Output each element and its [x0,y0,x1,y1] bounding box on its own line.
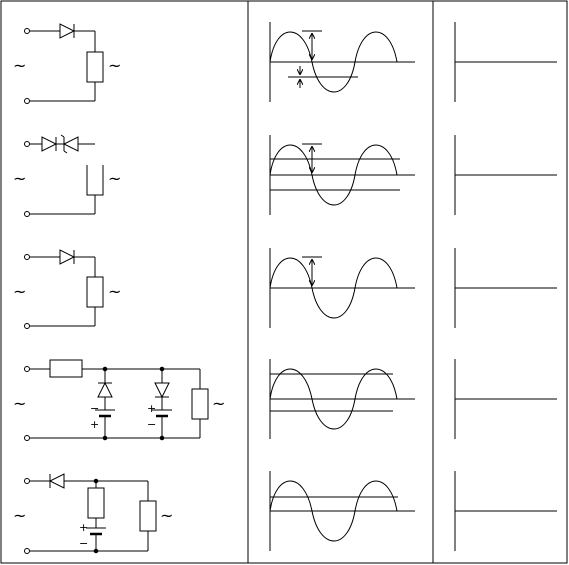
diode-icon [59,23,76,39]
waveform-row-5 [269,471,415,551]
ac-output-symbol: ~ [160,506,173,525]
result-plot-row-2 [454,135,557,215]
terminal-bottom [24,323,30,329]
terminal-top [24,254,30,260]
sine-wave [269,257,398,319]
battery-minus-label: − [79,537,88,550]
resistor-icon [86,276,104,308]
sine-wave [269,144,398,206]
sine-wave [269,480,398,542]
resistor-icon [191,388,209,420]
terminal-bottom [24,98,30,104]
battery-minus-label: − [147,418,156,431]
open-load-icon [86,165,104,196]
junction-dot [102,435,108,441]
resistor-icon [139,500,157,532]
circuit-row-3 [24,249,104,329]
junction-dot [159,435,165,441]
series-resistor-icon [49,359,83,378]
diode-icon [97,381,113,398]
terminal-top [24,366,30,372]
terminal-bottom [24,548,30,554]
ac-input-symbol: ~ [13,169,26,188]
waveform-row-1 [269,22,415,102]
ac-input-symbol: ~ [13,282,26,301]
battery-icon [86,527,106,536]
result-plot-row-4 [454,359,557,439]
circuit-row-5 [24,473,157,554]
sine-wave [269,31,398,93]
diode-icon [48,473,65,489]
ac-output-symbol: ~ [108,56,121,75]
battery-plus-label: + [79,521,88,534]
terminal-top [24,478,30,484]
waveform-row-4 [269,359,415,439]
diode-icon [59,249,76,265]
battery-plus-label: + [90,418,99,431]
ac-output-symbol: ~ [108,282,121,301]
resistor-icon [86,51,104,83]
junction-dot [93,548,99,554]
result-plot-row-5 [454,471,557,551]
circuit-row-4 [24,359,209,441]
ac-output-symbol: ~ [212,394,225,413]
result-plot-row-1 [454,22,557,102]
ac-input-symbol: ~ [13,56,26,75]
waveform-row-3 [269,248,415,328]
result-plot-row-3 [454,248,557,328]
sine-wave [269,368,398,430]
diode-icon [41,136,58,152]
terminal-bottom [24,435,30,441]
battery-minus-label: − [90,402,99,415]
waveform-row-2 [269,135,415,215]
battery-plus-label: + [147,402,156,415]
diode-icon [154,382,170,399]
ac-output-symbol: ~ [108,169,121,188]
resistor-icon [87,487,105,519]
circuit-row-2 [24,134,104,217]
ac-input-symbol: ~ [13,506,26,525]
terminal-top [24,28,30,34]
ac-input-symbol: ~ [13,394,26,413]
circuit-row-1 [24,23,104,104]
terminal-bottom [24,211,30,217]
terminal-top [24,141,30,147]
